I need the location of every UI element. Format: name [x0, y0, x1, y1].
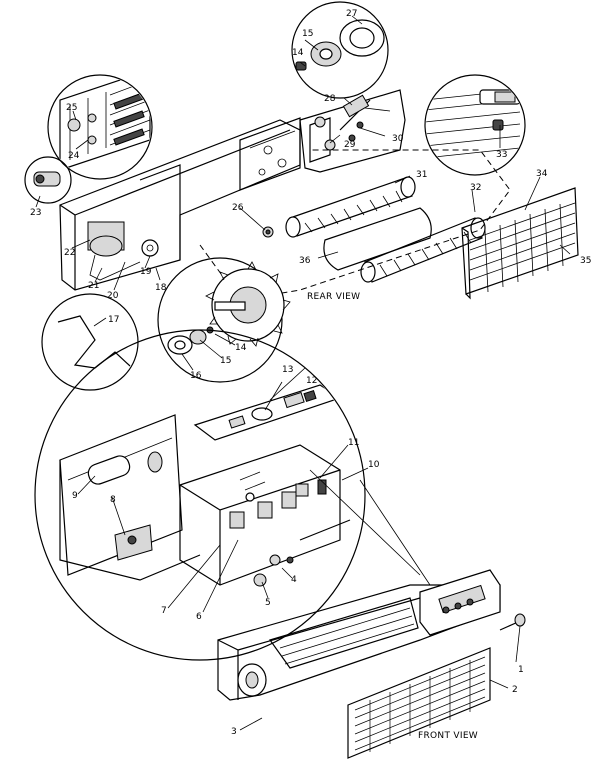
callout-21: 21: [88, 281, 99, 291]
callout-3: 3: [231, 727, 237, 737]
callout-29: 29: [344, 140, 356, 150]
callout-8: 8: [110, 495, 116, 505]
detail-circle-bracket-17: [41, 293, 139, 391]
callout-6: 6: [196, 612, 202, 622]
callout-13: 13: [282, 365, 293, 375]
callout-labels: 1 2 3 4 5 6 7 8 9 10 11 12 13 14 14 15 1…: [30, 9, 591, 737]
callout-36: 36: [299, 256, 311, 266]
detail-circle-bearing-top: [291, 1, 389, 99]
blower-wheel-lower: [360, 217, 486, 283]
callout-27: 27: [346, 9, 357, 19]
callout-17: 17: [108, 315, 119, 325]
callout-22: 22: [64, 248, 75, 258]
leader-lines: [35, 15, 571, 731]
detail-circle-part-23: [24, 156, 72, 204]
callout-14-fan: 14: [235, 343, 247, 353]
callout-5: 5: [265, 598, 271, 608]
callout-30: 30: [392, 134, 404, 144]
callout-10: 10: [368, 460, 380, 470]
callout-7: 7: [161, 606, 167, 616]
detail-circle-fan-wheel: [157, 257, 291, 383]
callout-15-fan: 15: [220, 356, 231, 366]
callout-1: 1: [518, 665, 524, 675]
callout-31: 31: [416, 170, 427, 180]
detail-circle-shaft: [424, 74, 526, 176]
front-view-label: FRONT VIEW: [418, 731, 478, 741]
rear-view-label: REAR VIEW: [307, 292, 360, 302]
callout-33: 33: [496, 150, 507, 160]
callout-25: 25: [66, 103, 77, 113]
detail-circle-terminals: [47, 74, 153, 180]
callout-11: 11: [348, 438, 359, 448]
callout-18: 18: [155, 283, 167, 293]
blower-wheel-upper: [285, 176, 416, 238]
rear-chassis: [59, 117, 301, 291]
callout-14-top: 14: [292, 48, 304, 58]
callout-2: 2: [512, 685, 518, 695]
callout-20: 20: [107, 291, 119, 301]
callout-35: 35: [580, 256, 591, 266]
motor-bracket: [299, 89, 406, 173]
detail-circle-control-box: [34, 329, 366, 661]
callout-9: 9: [72, 491, 78, 501]
callout-16: 16: [190, 371, 202, 381]
callout-26-top: 26: [232, 203, 244, 213]
front-unit: [217, 469, 526, 701]
callout-12: 12: [306, 376, 317, 386]
callout-23: 23: [30, 208, 41, 218]
evaporator-coil: [461, 187, 579, 300]
front-grille: [347, 647, 491, 759]
callout-19: 19: [140, 267, 152, 277]
callout-15-top: 15: [302, 29, 313, 39]
callout-28: 28: [324, 94, 336, 104]
callout-24: 24: [68, 151, 80, 161]
callout-4: 4: [291, 575, 297, 585]
scroll-housing-36: [323, 207, 432, 271]
callout-32: 32: [470, 183, 481, 193]
callout-34: 34: [536, 169, 548, 179]
